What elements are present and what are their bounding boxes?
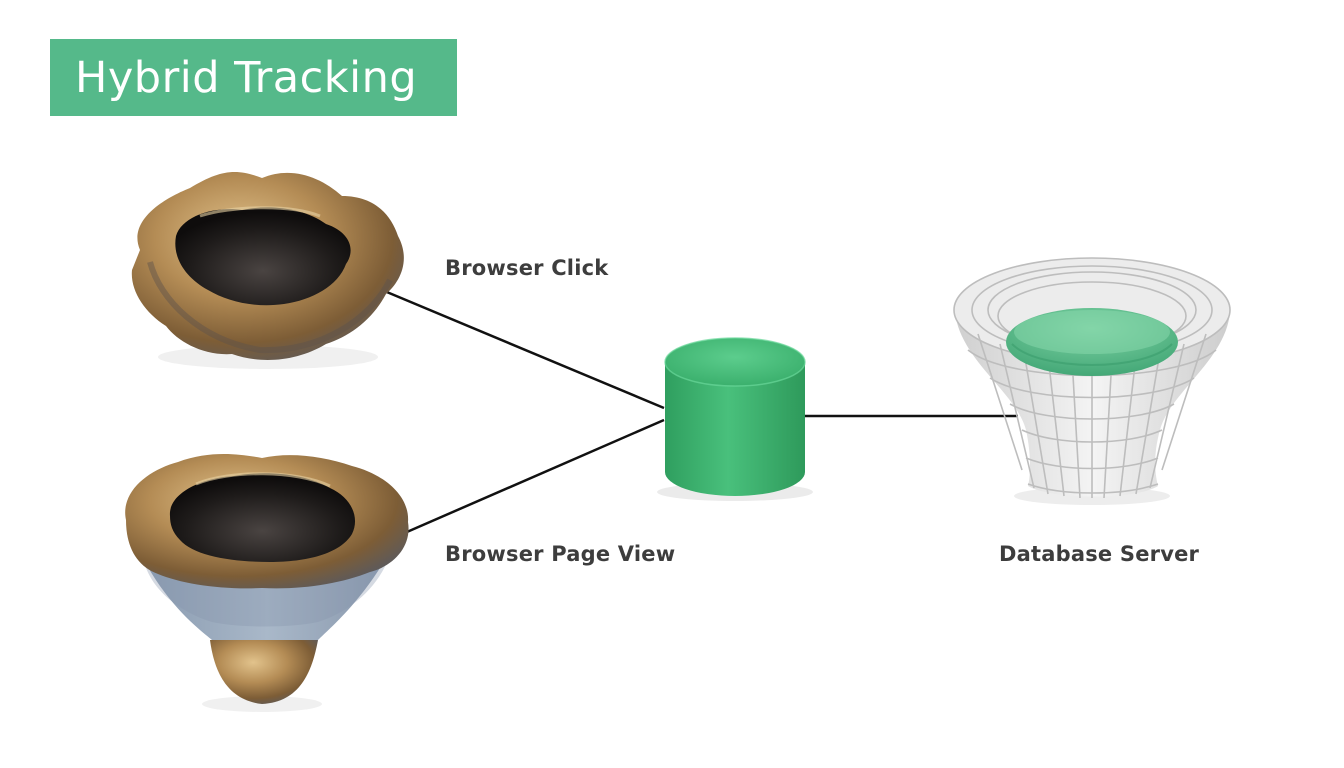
page-title: Hybrid Tracking [75, 52, 418, 103]
browser-click-label: Browser Click [445, 256, 609, 280]
browser-page-view-label: Browser Page View [445, 542, 676, 566]
browser-page-view-funnel-icon [125, 454, 409, 712]
browser-click-bowl-icon [131, 172, 404, 369]
database-server-vase-icon [953, 257, 1231, 505]
database-server-label: Database Server [999, 542, 1200, 566]
connector-pageview-to-hub [399, 418, 665, 537]
connector-click-to-hub [381, 288, 665, 410]
hub-cylinder-icon [657, 337, 813, 501]
title-banner: Hybrid Tracking [50, 39, 457, 116]
